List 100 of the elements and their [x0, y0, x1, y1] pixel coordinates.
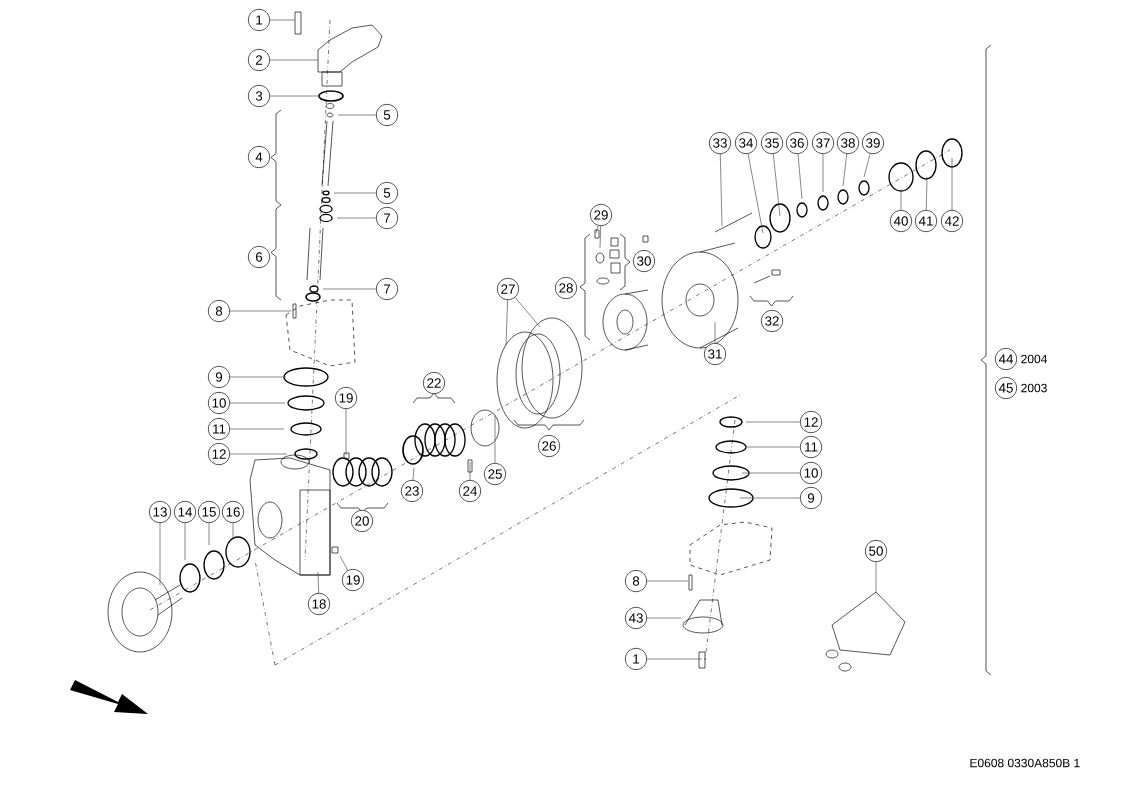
leader-line: [469, 461, 471, 481]
callout-number: 14: [174, 501, 196, 523]
callout-number: 45: [995, 377, 1017, 399]
leader-line: [229, 428, 285, 430]
leader-line: [322, 288, 377, 290]
callout-number: 10: [208, 392, 230, 414]
callout-number: 15: [198, 501, 220, 523]
leader-line: [822, 153, 824, 193]
leader-line: [744, 446, 801, 448]
leader-line: [337, 114, 377, 116]
callout-number: 42: [941, 210, 963, 232]
leader-line: [599, 225, 601, 249]
callout-number: 11: [208, 418, 230, 440]
leader-line: [229, 402, 286, 404]
callout-number: 3: [248, 85, 270, 107]
leader-line: [229, 310, 292, 312]
callout-number: 43: [625, 607, 647, 629]
leader-line: [925, 176, 928, 211]
leader-line: [269, 19, 296, 21]
callout-number: 34: [735, 132, 757, 154]
callout-number: 16: [222, 501, 244, 523]
leader-line: [719, 153, 723, 227]
leader-line: [269, 59, 319, 61]
leader-line: [494, 414, 496, 464]
leader-line: [745, 421, 801, 423]
callout-number: 24: [459, 480, 481, 502]
callout-number: 5: [376, 182, 398, 204]
callout-number: 23: [401, 480, 423, 502]
callout-number: 25: [484, 463, 506, 485]
callout-number: 40: [890, 210, 912, 232]
leader-line: [900, 191, 902, 211]
leader-line: [184, 522, 186, 561]
callout-number: 7: [376, 278, 398, 300]
leader-line: [875, 561, 877, 593]
year-label: 2003: [1021, 383, 1047, 393]
leader-line: [514, 297, 541, 328]
callout-number: 10: [800, 462, 822, 484]
callout-number: 37: [812, 132, 834, 154]
callout-number: 6: [248, 246, 270, 268]
callout-number: 22: [423, 372, 445, 394]
callout-number: 12: [800, 411, 822, 433]
callout-number: 50: [865, 540, 887, 562]
callout-number: 33: [709, 132, 731, 154]
leader-line: [333, 192, 377, 194]
leader-line: [232, 522, 234, 539]
leader-line: [646, 658, 703, 660]
callout-number: 29: [590, 204, 612, 226]
callout-number: 38: [837, 132, 859, 154]
leader-line: [229, 453, 288, 455]
leader-line: [842, 153, 848, 187]
callout-number: 7: [376, 207, 398, 229]
leader-line: [505, 299, 508, 346]
leader-line: [595, 225, 599, 234]
leader-line: [336, 217, 377, 219]
leader-line: [229, 376, 287, 378]
leader-line: [646, 617, 682, 619]
leader-line: [412, 467, 415, 481]
callout-number: 28: [555, 277, 577, 299]
callout-number: 11: [800, 436, 822, 458]
callout-number: 35: [761, 132, 783, 154]
leader-line: [269, 95, 321, 97]
callout-number: 32: [761, 310, 783, 332]
callout-number: 31: [704, 343, 726, 365]
leader-line: [739, 497, 801, 499]
leader-line: [208, 522, 210, 546]
callout-number: 1: [625, 648, 647, 670]
callout-number: 36: [786, 132, 808, 154]
callout-number: 19: [342, 569, 364, 591]
leader-line: [159, 522, 161, 586]
leader-line: [741, 472, 801, 474]
callout-number: 8: [625, 570, 647, 592]
callout-number: 44: [995, 348, 1017, 370]
callout-number: 26: [538, 435, 560, 457]
callout-number: 9: [208, 366, 230, 388]
callout-number: 9: [800, 487, 822, 509]
callout-number: 41: [915, 210, 937, 232]
callout-number: 13: [149, 501, 171, 523]
leader-line: [797, 153, 803, 200]
year-label: 2004: [1021, 354, 1047, 364]
callout-number: 2: [248, 49, 270, 71]
leader-line: [339, 555, 349, 571]
callout-number: 1: [248, 9, 270, 31]
callout-number: 8: [208, 300, 230, 322]
leader-line: [317, 571, 319, 594]
callout-number: 5: [376, 104, 398, 126]
callout-number: 18: [308, 593, 330, 615]
callout-number: 20: [351, 510, 373, 532]
leader-line: [951, 157, 953, 211]
leader-line: [863, 153, 871, 178]
leader-line: [714, 321, 716, 344]
leader-line: [646, 580, 689, 582]
leader-line: [772, 153, 781, 217]
callout-number: 27: [497, 278, 519, 300]
callout-number: 4: [248, 146, 270, 168]
callout-number: 39: [862, 132, 884, 154]
drawing-number: E0608 0330A850B 1: [970, 758, 1080, 768]
leader-line: [345, 408, 347, 456]
leader-line: [747, 153, 764, 234]
callout-number: 30: [633, 250, 655, 272]
callout-number: 12: [208, 443, 230, 465]
